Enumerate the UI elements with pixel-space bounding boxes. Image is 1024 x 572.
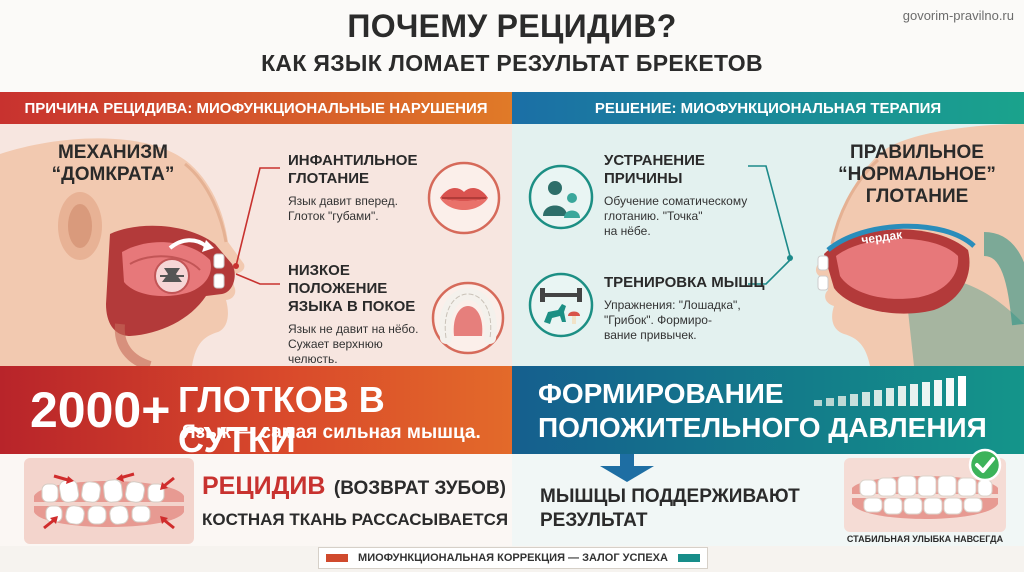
low-tongue-block: НИЗКОЕ ПОЛОЖЕНИЕ ЯЗЫКА В ПОКОЕ Язык не д…	[288, 262, 448, 367]
normal-line1: ПРАВИЛЬНОЕ	[850, 142, 984, 163]
normal-swallowing-label: ПРАВИЛЬНОЕ “НОРМАЛЬНОЕ” ГЛОТАНИЕ	[832, 142, 1002, 208]
swallows-stripe: 2000+ ГЛОТКОВ В СУТКИ Язык — самая сильн…	[0, 366, 512, 460]
therapist-icon	[528, 164, 594, 230]
head-profile-left-illustration	[0, 138, 245, 366]
footer: МИОФУНКЦИОНАЛЬНАЯ КОРРЕКЦИЯ — ЗАЛОГ УСПЕ…	[0, 546, 1024, 572]
stable-smile-illustration	[844, 458, 1006, 532]
connector-lines	[233, 167, 280, 285]
eliminate-desc-line2: глотанию. "Точка"	[604, 209, 703, 223]
down-arrow-icon	[600, 454, 654, 482]
pressure-line1: ФОРМИРОВАНИЕ	[538, 378, 784, 409]
relapse-heading: РЕЦИДИВ (ВОЗВРАТ ЗУБОВ)	[202, 472, 506, 501]
crooked-teeth-illustration	[24, 458, 194, 544]
infantile-desc-line2: Глоток "губами".	[288, 209, 379, 223]
footer-slogan: МИОФУНКЦИОНАЛЬНАЯ КОРРЕКЦИЯ — ЗАЛОГ УСПЕ…	[358, 552, 668, 564]
head-profile-right-illustration: чердак	[816, 124, 1024, 366]
low-tongue-desc-line2: Сужает верхнюю	[288, 337, 383, 351]
eliminate-title-line2: ПРИЧИНЫ	[604, 170, 683, 187]
infantile-swallowing-block: ИНФАНТИЛЬНОЕ ГЛОТАНИЕ Язык давит вперед.…	[288, 152, 428, 224]
normal-line3: ГЛОТАНИЕ	[865, 186, 969, 207]
mechanism-line1: МЕХАНИЗМ	[57, 142, 168, 163]
cause-panel: МЕХАНИЗМ “ДОМКРАТА” ИНФАНТИЛЬНОЕ ГЛОТАНИ…	[0, 124, 512, 366]
normal-line2: “НОРМАЛЬНОЕ”	[838, 164, 996, 185]
swallows-title: ГЛОТКОВ В СУТКИ	[178, 379, 385, 460]
pressure-stripe: ФОРМИРОВАНИЕ ПОЛОЖИТЕЛЬНОГО ДАВЛЕНИЯ	[512, 366, 1024, 454]
result-section: МЫШЦЫ ПОДДЕРЖИВАЮТ РЕЗУЛЬТАТ СТАБИЛЬНАЯ …	[512, 448, 1024, 546]
swallows-subtitle: Язык — самая сильная мышца.	[182, 422, 481, 443]
eliminate-title-line1: УСТРАНЕНИЕ	[604, 152, 705, 169]
band-cause: ПРИЧИНА РЕЦИДИВА: МИОФУНКЦИОНАЛЬНЫЕ НАРУ…	[0, 92, 512, 124]
pressure-line2: ПОЛОЖИТЕЛЬНОГО ДАВЛЕНИЯ	[538, 412, 987, 443]
training-desc-line1: Упражнения: "Лошадка",	[604, 298, 741, 312]
dumbbell-horse-icon	[528, 272, 594, 338]
pressure-bars-icon	[814, 376, 966, 406]
mechanism-line2: “ДОМКРАТА”	[51, 164, 175, 185]
check-badge-icon	[968, 448, 1002, 482]
relapse-subtitle: КОСТНАЯ ТКАНЬ РАССАСЫВАЕТСЯ	[202, 510, 509, 529]
attic-label: чердак	[860, 227, 904, 247]
footer-slogan-box: МИОФУНКЦИОНАЛЬНАЯ КОРРЕКЦИЯ — ЗАЛОГ УСПЕ…	[318, 547, 708, 569]
header: ПОЧЕМУ РЕЦИДИВ? КАК ЯЗЫК ЛОМАЕТ РЕЗУЛЬТА…	[0, 0, 1024, 92]
footer-teal-marker	[677, 554, 700, 562]
low-tongue-title-line2: ЯЗЫКА В ПОКОЕ	[288, 298, 416, 315]
infantile-title-line2: ГЛОТАНИЕ	[288, 170, 369, 187]
lips-icon	[427, 161, 501, 235]
page-title: ПОЧЕМУ РЕЦИДИВ?	[347, 8, 677, 44]
result-line2: РЕЗУЛЬТАТ	[540, 510, 648, 531]
training-desc-line3: вание привычек.	[604, 328, 697, 342]
relapse-word: РЕЦИДИВ	[202, 472, 326, 500]
low-tongue-desc-line1: Язык не давит на нёбо.	[288, 322, 419, 336]
band-cause-title: ПРИЧИНА РЕЦИДИВА: МИОФУНКЦИОНАЛЬНЫЕ НАРУ…	[24, 99, 488, 117]
eliminate-desc-line1: Обучение соматическому	[604, 194, 748, 208]
relapse-paren: (ВОЗВРАТ ЗУБОВ)	[333, 478, 506, 499]
site-link[interactable]: govorim-pravilno.ru	[902, 8, 1014, 23]
eliminate-desc-line3: на нёбе.	[604, 224, 651, 238]
infantile-title-line1: ИНФАНТИЛЬНОЕ	[288, 152, 418, 169]
page-subtitle: КАК ЯЗЫК ЛОМАЕТ РЕЗУЛЬТАТ БРЕКЕТОВ	[261, 50, 763, 76]
result-line1: МЫШЦЫ ПОДДЕРЖИВАЮТ	[540, 486, 800, 507]
mechanism-label: МЕХАНИЗМ “ДОМКРАТА”	[28, 142, 198, 186]
healthy-swallow-connectors	[748, 165, 793, 285]
eliminate-cause-block: УСТРАНЕНИЕ ПРИЧИНЫ Обучение соматическом…	[604, 152, 774, 239]
muscle-training-block: ТРЕНИРОВКА МЫШЦ Упражнения: "Лошадка", "…	[604, 274, 784, 343]
dental-arch-icon	[431, 281, 505, 355]
low-tongue-title-line1: НИЗКОЕ ПОЛОЖЕНИЕ	[288, 262, 388, 297]
footer-red-marker	[326, 554, 349, 562]
band-solution-title: РЕШЕНИЕ: МИОФУНКЦИОНАЛЬНАЯ ТЕРАПИЯ	[594, 99, 942, 117]
training-desc-line2: "Грибок". Формиро-	[604, 313, 712, 327]
infantile-desc-line1: Язык давит вперед.	[288, 194, 398, 208]
training-title: ТРЕНИРОВКА МЫШЦ	[604, 274, 765, 291]
low-tongue-desc-line3: челюсть.	[288, 352, 338, 366]
relapse-section: РЕЦИДИВ (ВОЗВРАТ ЗУБОВ) КОСТНАЯ ТКАНЬ РА…	[0, 454, 512, 546]
smile-caption: СТАБИЛЬНАЯ УЛЫБКА НАВСЕГДА	[846, 534, 1004, 544]
solution-panel: УСТРАНЕНИЕ ПРИЧИНЫ Обучение соматическом…	[512, 124, 1024, 366]
swallows-number: 2000+	[30, 382, 171, 438]
band-solution: РЕШЕНИЕ: МИОФУНКЦИОНАЛЬНАЯ ТЕРАПИЯ	[512, 92, 1024, 124]
